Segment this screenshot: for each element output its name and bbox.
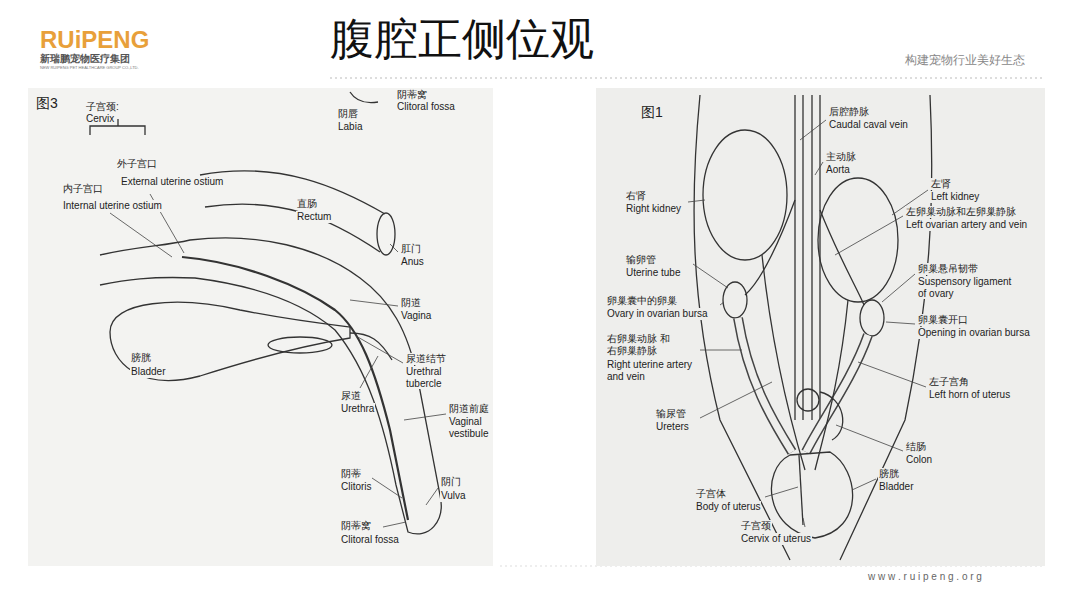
part-label: Left horn of uterus <box>928 389 1011 401</box>
part-label: 左肾 <box>930 178 952 190</box>
part-label: 膀胱 <box>130 352 152 364</box>
part-label: 内子宫口 <box>62 183 104 195</box>
part-label: 子宫颈 <box>740 520 772 532</box>
part-label: 阴门 <box>440 476 462 488</box>
part-label: 左子宫角 <box>928 376 970 388</box>
figure-number: 图3 <box>35 95 59 111</box>
company-name: 新瑞鹏宠物医疗集团 <box>40 53 130 65</box>
part-label: Bladder <box>878 481 914 493</box>
part-label: Urethral tubercle <box>405 366 467 389</box>
part-label: Vaginal vestibule <box>448 416 492 439</box>
part-label: Colon <box>905 454 933 466</box>
logo-wordmark: RUiPENG <box>40 26 149 54</box>
part-label: 输尿管 <box>655 408 687 420</box>
part-label: 卵巢囊开口 <box>917 314 969 326</box>
part-label: Right kidney <box>625 203 682 215</box>
part-label: Rectum <box>296 211 332 223</box>
part-label: 子宫颈: <box>85 101 120 113</box>
part-label: 结肠 <box>905 441 927 453</box>
part-label: Ureters <box>655 421 690 433</box>
part-label: Clitoral fossa <box>396 101 456 113</box>
part-label: Labia <box>337 121 363 133</box>
part-label: Vulva <box>440 490 467 502</box>
part-label: Aorta <box>825 164 851 176</box>
part-label: Opening in ovarian bursa <box>917 327 1031 339</box>
part-label: 卵巢悬吊韧带 <box>917 263 979 275</box>
part-label: Urethra <box>340 403 375 415</box>
part-label: Internal uterine ostium <box>62 200 163 212</box>
part-label: Clitoris <box>340 481 373 493</box>
part-label: Body of uterus <box>695 501 761 513</box>
part-label: 主动脉 <box>825 151 857 163</box>
part-label: Uterine tube <box>625 267 681 279</box>
part-label: 卵巢囊中的卵巢 <box>606 295 678 307</box>
part-label: 输卵管 <box>625 254 657 266</box>
part-label: Clitoral fossa <box>340 534 400 546</box>
part-label: 后腔静脉 <box>828 106 870 118</box>
slide-title: 腹腔正侧位观 <box>330 16 594 64</box>
part-label: Suspensory ligament of ovary <box>917 276 1014 299</box>
figure-number: 图1 <box>640 104 664 120</box>
part-label: External uterine ostium <box>120 176 224 188</box>
part-label: 右卵巢动脉 和右卵巢静脉 <box>606 333 672 356</box>
part-label: 尿道 <box>340 390 362 402</box>
tagline: 构建宠物行业美好生态 <box>905 54 1025 68</box>
part-label: Caudal caval vein <box>828 119 909 131</box>
part-label: 阴蒂窝 <box>340 520 372 532</box>
part-label: 阴蒂窝 <box>396 89 428 101</box>
part-label: Left ovarian artery and vein <box>905 219 1028 231</box>
part-label: 外子宫口 <box>116 158 158 170</box>
part-label: 左卵巢动脉和左卵巢静脉 <box>905 206 1017 218</box>
part-label: Vagina <box>400 310 432 322</box>
part-label: 子宫体 <box>695 488 727 500</box>
part-label: Left kidney <box>930 191 980 203</box>
part-label: 尿道结节 <box>405 353 447 365</box>
part-label: 阴唇 <box>337 108 359 120</box>
part-label: 右肾 <box>625 190 647 202</box>
part-label: 阴道 <box>400 297 422 309</box>
website: w w w . r u i p e n g . o r g <box>868 571 982 583</box>
part-label: Ovary in ovarian bursa <box>606 308 709 320</box>
part-label: 肛门 <box>400 243 422 255</box>
part-label: Right uterine artery and vein <box>606 359 696 382</box>
part-label: 阴蒂 <box>340 468 362 480</box>
part-label: 阴道前庭 <box>448 403 490 415</box>
part-label: 直肠 <box>296 198 318 210</box>
part-label: Cervix of uterus <box>740 533 812 545</box>
part-label: 膀胱 <box>878 468 900 480</box>
company-name-english: NEW RUIPENG PET HEALTHCARE GROUP CO.,LTD… <box>40 66 139 71</box>
part-label: Cervix <box>85 113 115 125</box>
part-label: Bladder <box>130 366 166 378</box>
part-label: Anus <box>400 256 425 268</box>
